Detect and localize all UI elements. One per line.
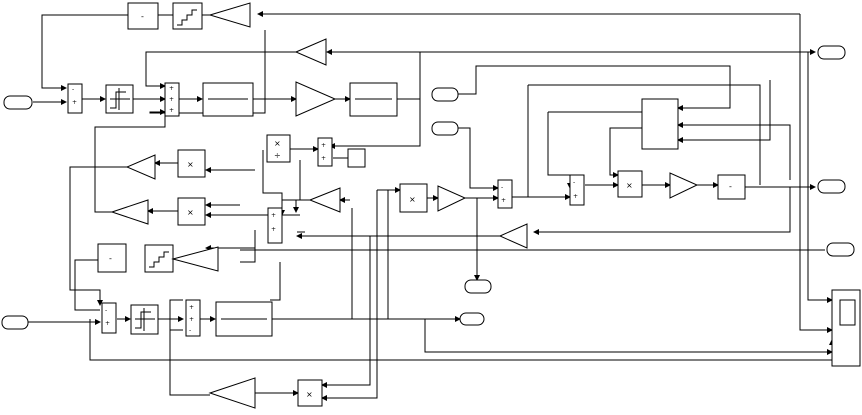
- product-block-3[interactable]: [399, 183, 428, 213]
- svg-text:-: -: [72, 86, 74, 93]
- staircase-icon: [177, 9, 197, 26]
- gain-triangle-feedback[interactable]: [498, 223, 528, 249]
- gain-triangle-mid1[interactable]: [125, 154, 156, 180]
- product-block-2[interactable]: [177, 197, 206, 226]
- staircase-icon-low: [149, 251, 169, 268]
- gain-triangle-top[interactable]: [208, 2, 251, 28]
- transfer-block-right[interactable]: [717, 174, 746, 200]
- svg-text:+: +: [72, 99, 77, 106]
- transfer-block-low[interactable]: [97, 243, 127, 273]
- gain-triangle-mid2[interactable]: [110, 199, 149, 225]
- inport-3[interactable]: [431, 121, 459, 136]
- function-block[interactable]: [641, 98, 679, 150]
- saturation-icon: [110, 91, 126, 109]
- gain-triangle-mid3[interactable]: [308, 187, 341, 213]
- inport-1[interactable]: [3, 95, 33, 110]
- svg-text:+: +: [169, 107, 174, 114]
- svg-text:-: -: [105, 307, 107, 314]
- sym-low: -: [109, 254, 112, 263]
- inport-4[interactable]: [1, 315, 29, 330]
- scope-screen: [839, 299, 856, 326]
- gain-triangle-row2[interactable]: [294, 38, 327, 66]
- sum-block-3[interactable]: [317, 137, 333, 167]
- product-symbol-1: ×: [187, 160, 194, 169]
- sum-block-4[interactable]: [267, 207, 283, 244]
- sym-top-1: -: [141, 12, 144, 21]
- blocks: - - + + + + × × × ÷ + +: [1, 2, 861, 409]
- svg-text:+: +: [271, 212, 276, 219]
- gain-triangle-right[interactable]: [669, 172, 699, 199]
- gain-triangle-main[interactable]: [295, 81, 337, 117]
- signal-lines: [28, 11, 835, 401]
- svg-text:+: +: [573, 193, 578, 200]
- svg-text:-: -: [501, 184, 503, 191]
- sum-block-7[interactable]: [101, 302, 117, 334]
- svg-text:+: +: [169, 96, 174, 103]
- product-block-4[interactable]: [617, 170, 643, 198]
- divide-block[interactable]: [266, 134, 291, 163]
- svg-text:-: -: [189, 327, 191, 334]
- outport-3[interactable]: [826, 242, 855, 257]
- sum-block-8[interactable]: [185, 299, 201, 337]
- svg-text:+: +: [501, 197, 506, 204]
- svg-text:-: -: [573, 179, 575, 186]
- outport-1[interactable]: [817, 45, 846, 60]
- outport-mid[interactable]: [464, 279, 492, 294]
- sum-block-1[interactable]: [67, 83, 83, 114]
- gain-triangle-mid4[interactable]: [437, 185, 467, 212]
- divide-times-symbol: ×: [274, 139, 281, 148]
- product-symbol-3: ×: [409, 195, 416, 204]
- outport-2[interactable]: [817, 179, 846, 194]
- svg-text:+: +: [189, 316, 194, 323]
- svg-text:+: +: [271, 226, 276, 233]
- transfer-block-top[interactable]: [127, 2, 159, 30]
- product-block-1[interactable]: [177, 149, 206, 178]
- product-symbol-2: ×: [187, 208, 194, 217]
- divide-symbol: ÷: [274, 151, 281, 160]
- svg-text:+: +: [105, 320, 110, 327]
- outport-low[interactable]: [459, 312, 485, 326]
- product-symbol-4: ×: [626, 181, 633, 190]
- product-block-5[interactable]: [297, 379, 323, 407]
- svg-text:+: +: [321, 155, 326, 162]
- svg-text:+: +: [321, 142, 326, 149]
- constant-block[interactable]: [347, 148, 366, 168]
- gain-triangle-low[interactable]: [171, 246, 219, 272]
- svg-text:+: +: [169, 85, 174, 92]
- product-symbol-5: ×: [306, 390, 313, 399]
- svg-text:+: +: [189, 304, 194, 311]
- inport-2[interactable]: [431, 87, 459, 102]
- sum-block-5[interactable]: [497, 179, 513, 209]
- sum-block-6[interactable]: [569, 174, 585, 206]
- sym-right: -: [729, 182, 732, 191]
- gain-triangle-bottom[interactable]: [208, 377, 256, 409]
- sum-block-2[interactable]: [164, 82, 180, 117]
